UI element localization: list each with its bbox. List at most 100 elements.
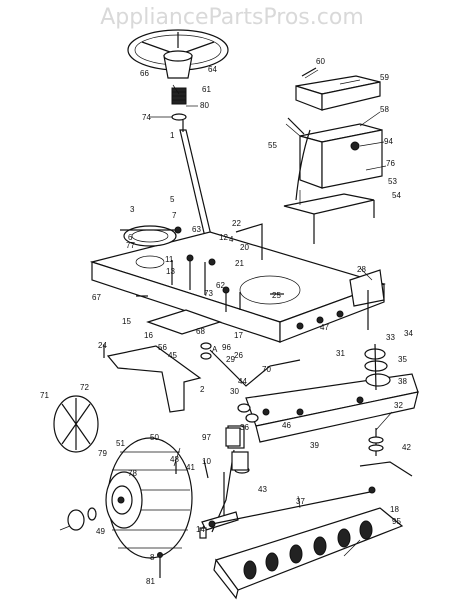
callout-70: 70 [262, 365, 271, 374]
rear-bracket [349, 269, 385, 330]
callout-30: 30 [230, 387, 239, 396]
callout-26: 26 [234, 351, 243, 360]
callout-67: 67 [92, 293, 101, 302]
callout-44: 44 [238, 377, 247, 386]
callout-15: 15 [122, 317, 131, 326]
callout-24: 24 [98, 341, 107, 350]
battery [295, 123, 383, 201]
steering-spring [171, 87, 187, 105]
callout-80: 80 [200, 101, 209, 110]
callout-49: 49 [96, 527, 105, 536]
callout-46: 46 [282, 421, 291, 430]
callout-3: 3 [130, 205, 135, 214]
callout-21: 21 [235, 259, 244, 268]
callout-56: 56 [158, 343, 167, 352]
center-bolts [171, 258, 241, 312]
callout-94: 94 [384, 137, 393, 146]
steering-wheel [127, 29, 229, 79]
callout-25: 25 [272, 291, 281, 300]
callout-28: 28 [357, 265, 366, 274]
callout-20: 20 [240, 243, 249, 252]
callout-11: 11 [165, 255, 174, 264]
steering-washer [171, 113, 187, 121]
callout-47: 47 [320, 323, 329, 332]
right-spindle-stack [364, 343, 391, 391]
spindle-bushing [225, 427, 249, 471]
callout-34: 34 [404, 329, 413, 338]
callout-8: 8 [150, 553, 155, 562]
callout-39: 39 [310, 441, 319, 450]
callout-36: 36 [240, 423, 249, 432]
callout-38: 38 [398, 377, 407, 386]
front-axle [245, 373, 419, 443]
callout-53: 53 [388, 177, 397, 186]
callout-10: 10 [202, 457, 211, 466]
callout-77: 77 [126, 241, 135, 250]
callout-79: 79 [98, 449, 107, 458]
hub-cap [53, 395, 99, 453]
callout-68: 68 [196, 327, 205, 336]
callout-48: 48 [170, 455, 179, 464]
callout-29: 29 [226, 355, 235, 364]
callout-5: 5 [170, 195, 175, 204]
axle-pivot-arm [209, 349, 301, 387]
callout-61: 61 [202, 85, 211, 94]
frame-plate [146, 309, 222, 335]
callout-14: 14 [196, 525, 205, 534]
callout-81: 81 [146, 577, 155, 586]
callout-42: 42 [402, 443, 411, 452]
callout-60: 60 [316, 57, 325, 66]
callout-73: 73 [204, 289, 213, 298]
callout-58: 58 [380, 105, 389, 114]
steering-gear [120, 225, 180, 247]
callout-55: 55 [268, 141, 277, 150]
callout-2: 2 [200, 385, 205, 394]
callout-41: 41 [186, 463, 195, 472]
callout-63: 63 [192, 225, 201, 234]
watermark: AppliancePartsPros.com [100, 5, 364, 30]
front-tire [105, 437, 193, 559]
callout-78: 78 [128, 469, 137, 478]
leader-lines [150, 79, 393, 557]
callout-18: 18 [390, 505, 399, 514]
callout-16: 16 [144, 331, 153, 340]
callout-74: 74 [142, 113, 151, 122]
callout-51: 51 [116, 439, 125, 448]
callout-35: 35 [398, 355, 407, 364]
callout-labels: 1 2 3 4 5 6 7 8 10 11 12 13 14 15 16 17 … [40, 57, 413, 586]
callout-62: 62 [216, 281, 225, 290]
callout-37: 37 [296, 497, 305, 506]
side-bracket [106, 345, 202, 413]
callout-64: 64 [208, 65, 217, 74]
callout-50: 50 [150, 433, 159, 442]
callout-96: 96 [222, 343, 231, 352]
callout-13: 13 [166, 267, 175, 276]
callout-45: 45 [168, 351, 177, 360]
callout-66: 66 [140, 69, 149, 78]
right-steering-arm [359, 428, 413, 477]
callout-43: 43 [258, 485, 267, 494]
callout-17: 17 [234, 331, 243, 340]
callout-31: 31 [336, 349, 345, 358]
callout-59: 59 [380, 73, 389, 82]
callout-22: 22 [232, 219, 241, 228]
callout-12: 12 [219, 233, 228, 242]
battery-cover [295, 69, 381, 111]
hardware [103, 67, 317, 578]
callout-97: 97 [202, 433, 211, 442]
callout-95: 95 [392, 517, 401, 526]
callout-6: 6 [128, 233, 133, 242]
callout-1: 1 [170, 131, 175, 140]
axle-spacer [59, 507, 97, 531]
callout-32: 32 [394, 401, 403, 410]
callout-71: 71 [40, 391, 49, 400]
battery-tray [283, 190, 375, 244]
callout-7: 7 [172, 211, 177, 220]
front-bumper [213, 507, 404, 600]
chassis-frame [89, 223, 386, 343]
callout-72: 72 [80, 383, 89, 392]
tie-rod [208, 486, 376, 528]
callout-54: 54 [392, 191, 401, 200]
callout-A: A [212, 345, 218, 354]
